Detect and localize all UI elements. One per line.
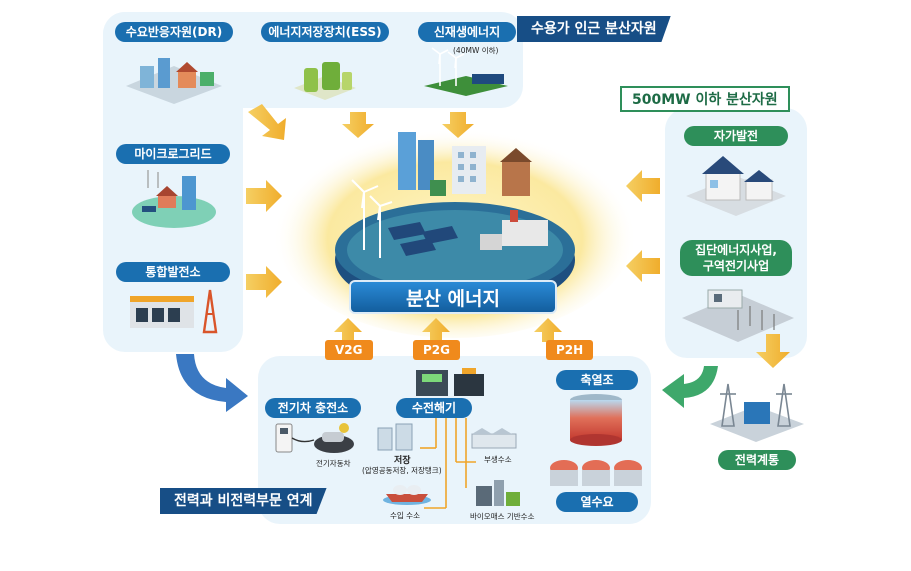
- import-hydrogen-ship-icon: [383, 485, 431, 505]
- arrow-p2h-up: [534, 318, 562, 342]
- ess-battery-icon: [294, 62, 356, 100]
- label-ev: 전기자동차: [316, 459, 351, 468]
- vpp-plant-icon: [130, 289, 218, 334]
- pill-ev-charging: 전기차 충전소: [265, 398, 361, 418]
- pill-microgrid: 마이크로그리드: [116, 144, 230, 164]
- pill-power-grid: 전력계통: [718, 450, 796, 470]
- arrow-ess-down: [342, 112, 374, 138]
- region-label-near-demand: 수용가 인근 분산자원: [517, 16, 671, 42]
- dr-city-icon: [126, 58, 222, 104]
- pill-vpp: 통합발전소: [116, 262, 230, 282]
- arrow-group-left: [626, 250, 660, 282]
- arrow-vpp-right: [246, 266, 282, 298]
- region-label-under-500mw: 500MW 이하 분산자원: [620, 86, 790, 112]
- factory-icon: [502, 220, 548, 246]
- center-title: 분산 에너지: [349, 280, 557, 314]
- arrow-p2g-up: [422, 318, 450, 342]
- solar-panel-icon: [388, 222, 426, 240]
- pill-ess: 에너지저장장치(ESS): [261, 22, 389, 42]
- arrow-green-curve: [662, 366, 718, 408]
- pill-renewable: 신재생에너지: [418, 22, 516, 42]
- biomass-hydrogen-icon: [476, 480, 520, 506]
- pill-hydrogen: 수전해기: [396, 398, 472, 418]
- arrow-renewable-down: [442, 112, 474, 138]
- microgrid-icon: [132, 170, 216, 228]
- self-generation-house-icon: [686, 156, 786, 216]
- pill-heat-storage: 축열조: [556, 370, 638, 390]
- label-import-h2: 수입 수소: [390, 511, 420, 520]
- label-storage: 저장: [394, 456, 411, 466]
- tag-v2g: V2G: [325, 340, 373, 360]
- tag-p2g: P2G: [413, 340, 460, 360]
- region-label-sector-coupling: 전력과 비전력부문 연계: [160, 488, 327, 514]
- substation-icon: [682, 289, 794, 342]
- ev-charger-icon: [275, 423, 354, 453]
- heat-storage-tank-icon: [570, 394, 622, 446]
- heat-demand-icon: [550, 460, 642, 486]
- group-energy-line1: 집단에너지사업,: [695, 243, 777, 257]
- renewable-note: (40MW 이하): [453, 46, 499, 55]
- arrow-blue-curve: [176, 354, 248, 412]
- electrolyzer-icon: [416, 368, 484, 396]
- tag-p2h: P2H: [546, 340, 594, 360]
- pill-self-generation: 자가발전: [684, 126, 788, 146]
- label-biomass-h2: 바이오매스 기반수소: [470, 512, 535, 521]
- arrow-dr-diag: [248, 104, 286, 140]
- pill-group-energy: 집단에너지사업, 구역전기사업: [680, 240, 792, 276]
- wind-turbine-icon: [351, 179, 393, 258]
- arrow-v2g-up: [334, 318, 362, 342]
- byproduct-hydrogen-icon: [471, 428, 517, 449]
- arrow-selfgen-left: [626, 170, 660, 202]
- pill-dr: 수요반응자원(DR): [115, 22, 233, 42]
- renewable-wind-solar-icon: [424, 47, 508, 96]
- power-grid-icon: [710, 383, 804, 442]
- building-icon: [398, 132, 416, 190]
- label-byproduct-h2: 부생수소: [484, 455, 512, 464]
- arrow-microgrid-right: [246, 180, 282, 212]
- storage-tank-icon: [377, 423, 413, 451]
- label-storage-note: (압영공동저장, 저장탱크): [362, 466, 442, 475]
- hydrogen-network-lines: [420, 418, 476, 509]
- group-energy-line2: 구역전기사업: [702, 259, 770, 273]
- arrow-to-grid: [756, 334, 790, 368]
- pill-heat-demand: 열수요: [556, 492, 638, 512]
